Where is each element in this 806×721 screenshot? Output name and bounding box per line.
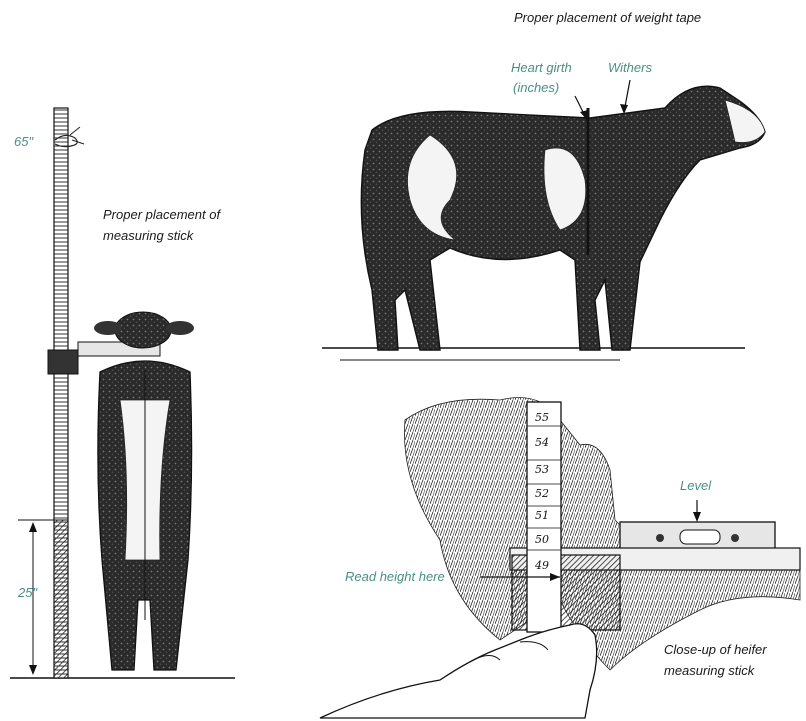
stick-bracket <box>48 350 78 374</box>
hand <box>320 624 597 718</box>
level-label: Level <box>680 478 712 493</box>
stick-number: 52 <box>535 487 549 500</box>
stick-base <box>54 520 68 678</box>
read-height-label: Read height here <box>345 569 445 584</box>
side-view-illustration <box>322 80 765 360</box>
heart-girth-label-line2: (inches) <box>513 80 559 95</box>
weight-tape-title: Proper placement of weight tape <box>514 10 701 25</box>
closeup-label-line1: Close-up of heifer <box>664 642 767 657</box>
heifer-head <box>115 312 171 348</box>
heart-girth-label-line1: Heart girth <box>511 60 572 75</box>
stick-number: 51 <box>535 509 549 522</box>
withers-label: Withers <box>608 60 652 75</box>
rear-view-illustration <box>10 108 235 678</box>
stick-placement-label-line1: Proper placement of <box>103 207 221 222</box>
stick-number: 50 <box>535 533 549 546</box>
stick-number: 53 <box>535 463 549 476</box>
height-25-label: 25" <box>17 585 38 600</box>
stick-number: 55 <box>535 411 549 424</box>
stick-number: 54 <box>535 436 549 449</box>
closeup-label-line2: measuring stick <box>664 663 756 678</box>
height-65-label: 65" <box>14 134 34 149</box>
stick-placement-label-line2: measuring stick <box>103 228 195 243</box>
stick-number: 49 <box>534 559 549 572</box>
